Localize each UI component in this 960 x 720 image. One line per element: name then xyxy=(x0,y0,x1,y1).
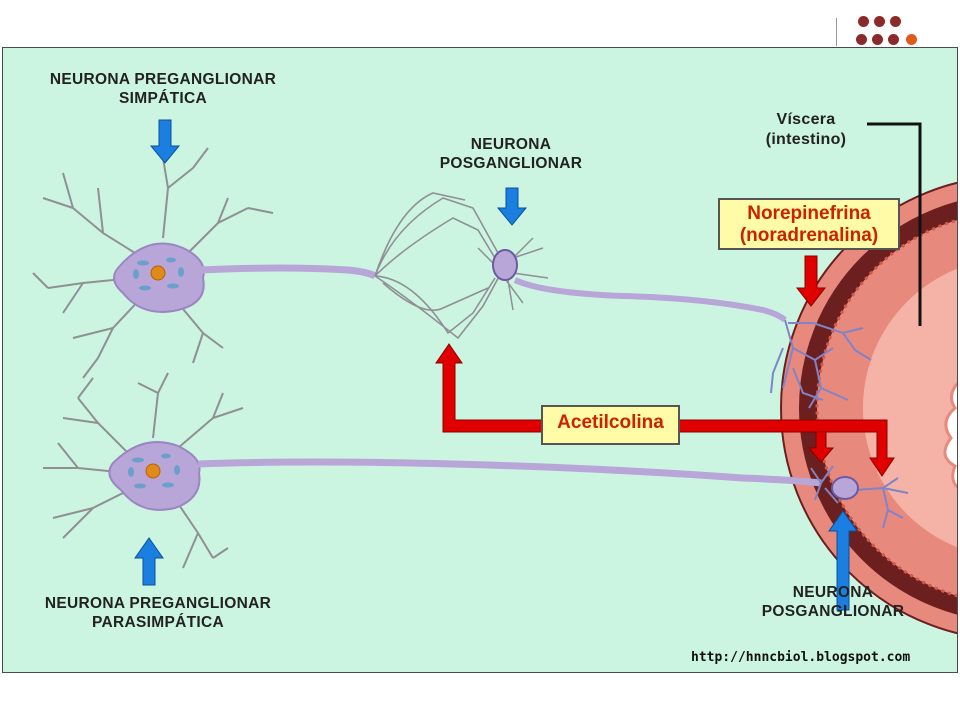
arrow-sympathetic-pregang xyxy=(149,119,181,164)
label-posganglionar-bottom: NEURONA POSGANGLIONAR xyxy=(743,583,923,621)
label-parasympathetic-pregang: NEURONA PREGANGLIONAR PARASIMPÁTICA xyxy=(18,594,298,632)
label-line: NEURONA xyxy=(792,584,874,601)
parasympathetic-axon xyxy=(197,458,822,487)
decor-dot xyxy=(906,34,917,45)
label-norepinefrina: Norepinefrina (noradrenalina) xyxy=(718,198,900,250)
sympathetic-organelles xyxy=(133,257,184,291)
label-line: PARASIMPÁTICA xyxy=(92,614,224,631)
arrow-posganglionar-top xyxy=(496,187,528,226)
posganglionic-axon-top xyxy=(513,277,787,323)
label-posganglionar-top: NEURONA POSGANGLIONAR xyxy=(421,135,601,173)
header-divider xyxy=(836,18,837,46)
posganglionic-soma-top xyxy=(492,249,518,281)
label-line: (intestino) xyxy=(765,131,847,148)
decor-dot xyxy=(872,34,883,45)
label-viscera: Víscera (intestino) xyxy=(741,110,871,150)
label-line: NEURONA PREGANGLIONAR xyxy=(49,71,277,88)
arrow-acetilcolina-right xyxy=(677,419,895,477)
viscera-pointer-line xyxy=(867,122,922,326)
arrow-posganglionar-bottom xyxy=(828,510,858,611)
parasympathetic-nucleus xyxy=(145,463,161,479)
decor-dot xyxy=(858,16,869,27)
label-line: Víscera xyxy=(776,111,836,128)
source-url: http://hnncbiol.blogspot.com xyxy=(691,650,911,665)
label-line: Norepinefrina xyxy=(747,203,871,224)
label-line: NEURONA PREGANGLIONAR xyxy=(44,595,272,612)
label-line: SIMPÁTICA xyxy=(119,90,207,107)
arrow-norepinefrina xyxy=(795,255,827,307)
posganglionic-soma-bottom xyxy=(831,476,859,500)
sympathetic-preganglionic-neuron xyxy=(32,147,274,379)
diagram-panel: NEURONA PREGANGLIONAR SIMPÁTICA NEURONA … xyxy=(2,47,958,673)
posganglionic-neuron-top xyxy=(477,237,549,311)
sympathetic-terminals xyxy=(770,319,872,409)
viscera-intestine xyxy=(780,181,957,635)
decor-dot xyxy=(888,34,899,45)
label-acetilcolina: Acetilcolina xyxy=(541,405,680,445)
sympathetic-axon xyxy=(200,264,377,280)
arrow-acetilcolina-middle xyxy=(807,431,835,463)
arrow-acetilcolina-left xyxy=(435,343,544,433)
decor-dot xyxy=(890,16,901,27)
parasympathetic-terminals xyxy=(810,465,909,529)
parasympathetic-preganglionic-neuron xyxy=(43,372,244,569)
decor-dot xyxy=(874,16,885,27)
decor-dot xyxy=(856,34,867,45)
sympathetic-nucleus xyxy=(150,265,166,281)
label-line: POSGANGLIONAR xyxy=(439,155,583,172)
sympathetic-axon-branches xyxy=(374,192,502,340)
label-line: POSGANGLIONAR xyxy=(761,603,905,620)
parasympathetic-organelles xyxy=(128,453,180,489)
arrow-parasympathetic-pregang xyxy=(134,537,164,586)
label-sympathetic-pregang: NEURONA PREGANGLIONAR SIMPÁTICA xyxy=(43,70,283,108)
decor-dots xyxy=(850,14,930,50)
label-line: (noradrenalina) xyxy=(739,225,879,246)
label-line: NEURONA xyxy=(470,136,552,153)
neuron-diagram xyxy=(32,119,957,635)
